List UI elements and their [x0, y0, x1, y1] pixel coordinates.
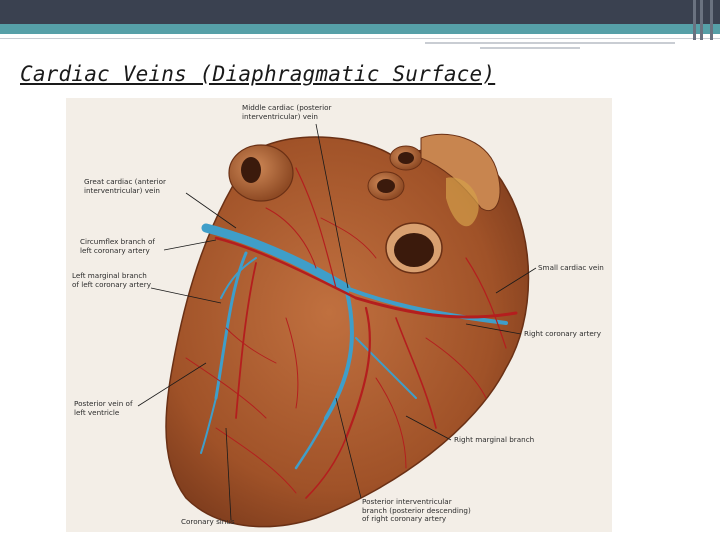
label-posterior-interventricular-branch: Posterior interventricular branch (poste… — [362, 497, 471, 523]
decorative-block — [710, 0, 713, 40]
label-posterior-vein-left-ventricle: Posterior vein of left ventricle — [74, 399, 133, 417]
leader-lines — [137, 123, 537, 521]
coronary-veins — [200, 223, 508, 470]
coronary-arteries — [185, 167, 518, 499]
decorative-line — [0, 38, 720, 39]
slide-accent-stripe — [0, 24, 720, 34]
label-coronary-sinus: Coronary sinus — [181, 517, 235, 526]
decorative-line — [480, 47, 580, 49]
slide-title: Cardiac Veins (Diaphragmatic Surface) — [20, 62, 496, 86]
label-right-marginal-branch: Right marginal branch — [454, 435, 535, 444]
aorta — [420, 133, 501, 211]
slide-header-bar — [0, 0, 720, 24]
label-great-cardiac-vein: Great cardiac (anterior interventricular… — [84, 177, 166, 195]
decorative-block — [700, 0, 703, 40]
vena-cava-opening — [394, 233, 434, 267]
decorative-line — [425, 42, 675, 44]
vessel-opening — [241, 157, 261, 183]
label-right-coronary-artery: Right coronary artery — [524, 329, 602, 338]
decorative-block — [693, 0, 696, 40]
label-left-marginal-branch: Left marginal branch of left coronary ar… — [72, 271, 151, 289]
vessel-opening — [377, 179, 395, 193]
label-middle-cardiac-vein: Middle cardiac (posterior interventricul… — [242, 103, 332, 121]
heart-illustration: Middle cardiac (posterior interventricul… — [66, 98, 612, 532]
fat-region — [446, 177, 479, 227]
vessel-opening — [398, 152, 414, 164]
heart-drawing — [137, 123, 537, 528]
vessel-opening — [228, 144, 294, 202]
label-circumflex-branch: Circumflex branch of left coronary arter… — [80, 237, 155, 255]
label-small-cardiac-vein: Small cardiac vein — [538, 263, 604, 272]
